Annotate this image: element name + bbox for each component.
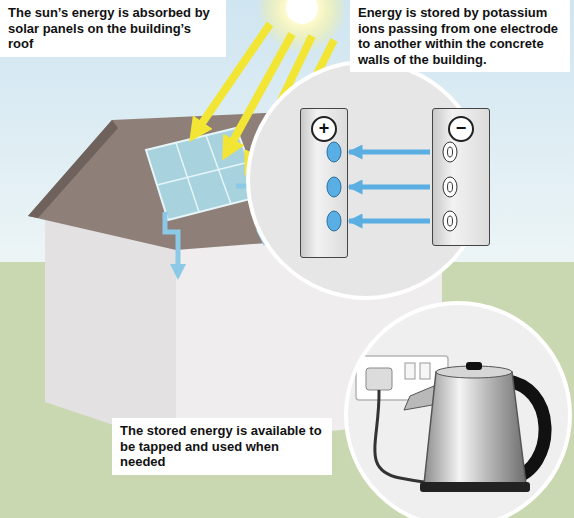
caption-box: Energy is stored by potassium ions passi…: [350, 0, 570, 72]
electrode-sign: −: [448, 116, 474, 142]
plug: [366, 368, 392, 390]
ion-flow-arrow: [349, 219, 430, 224]
potassium-ions: [327, 142, 457, 231]
ion-flow-arrow: [349, 150, 430, 155]
ion-stored: [327, 211, 341, 231]
sun: [286, 0, 318, 24]
caption-text: The sun’s energy is absorbed by solar pa…: [8, 5, 218, 52]
roof-edge: [28, 120, 118, 218]
energy-pipe: [165, 212, 178, 272]
kettle-scene: [356, 356, 545, 492]
socket-switch: [405, 363, 415, 379]
panel-grid: [157, 162, 249, 185]
solar-panel: [146, 128, 262, 220]
magnifier-circle: [346, 303, 570, 518]
ion-stored: [327, 177, 341, 197]
caption-text: The stored energy is available to be tap…: [120, 423, 324, 470]
kettle-base: [420, 482, 530, 492]
ion-source: [443, 177, 457, 197]
panel-surface: [146, 128, 262, 220]
ion-source: [443, 142, 457, 162]
ion-source: [443, 211, 457, 231]
ion-stored: [327, 142, 341, 162]
ion-mark: [448, 216, 453, 226]
kettle-body: [424, 372, 526, 484]
ion-mark: [448, 147, 453, 157]
negative-electrode: −: [432, 108, 490, 246]
caption-box: The stored energy is available to be tap…: [112, 418, 332, 475]
socket-switch: [420, 363, 430, 379]
ion-mark: [448, 182, 453, 192]
positive-electrode: +: [300, 108, 348, 258]
caption-text: Energy is stored by potassium ions passi…: [358, 5, 562, 67]
electrode-sign: +: [311, 116, 337, 142]
ion-flow-arrow: [349, 185, 430, 190]
caption-box: The sun’s energy is absorbed by solar pa…: [0, 0, 226, 57]
lid-knob: [466, 362, 482, 370]
